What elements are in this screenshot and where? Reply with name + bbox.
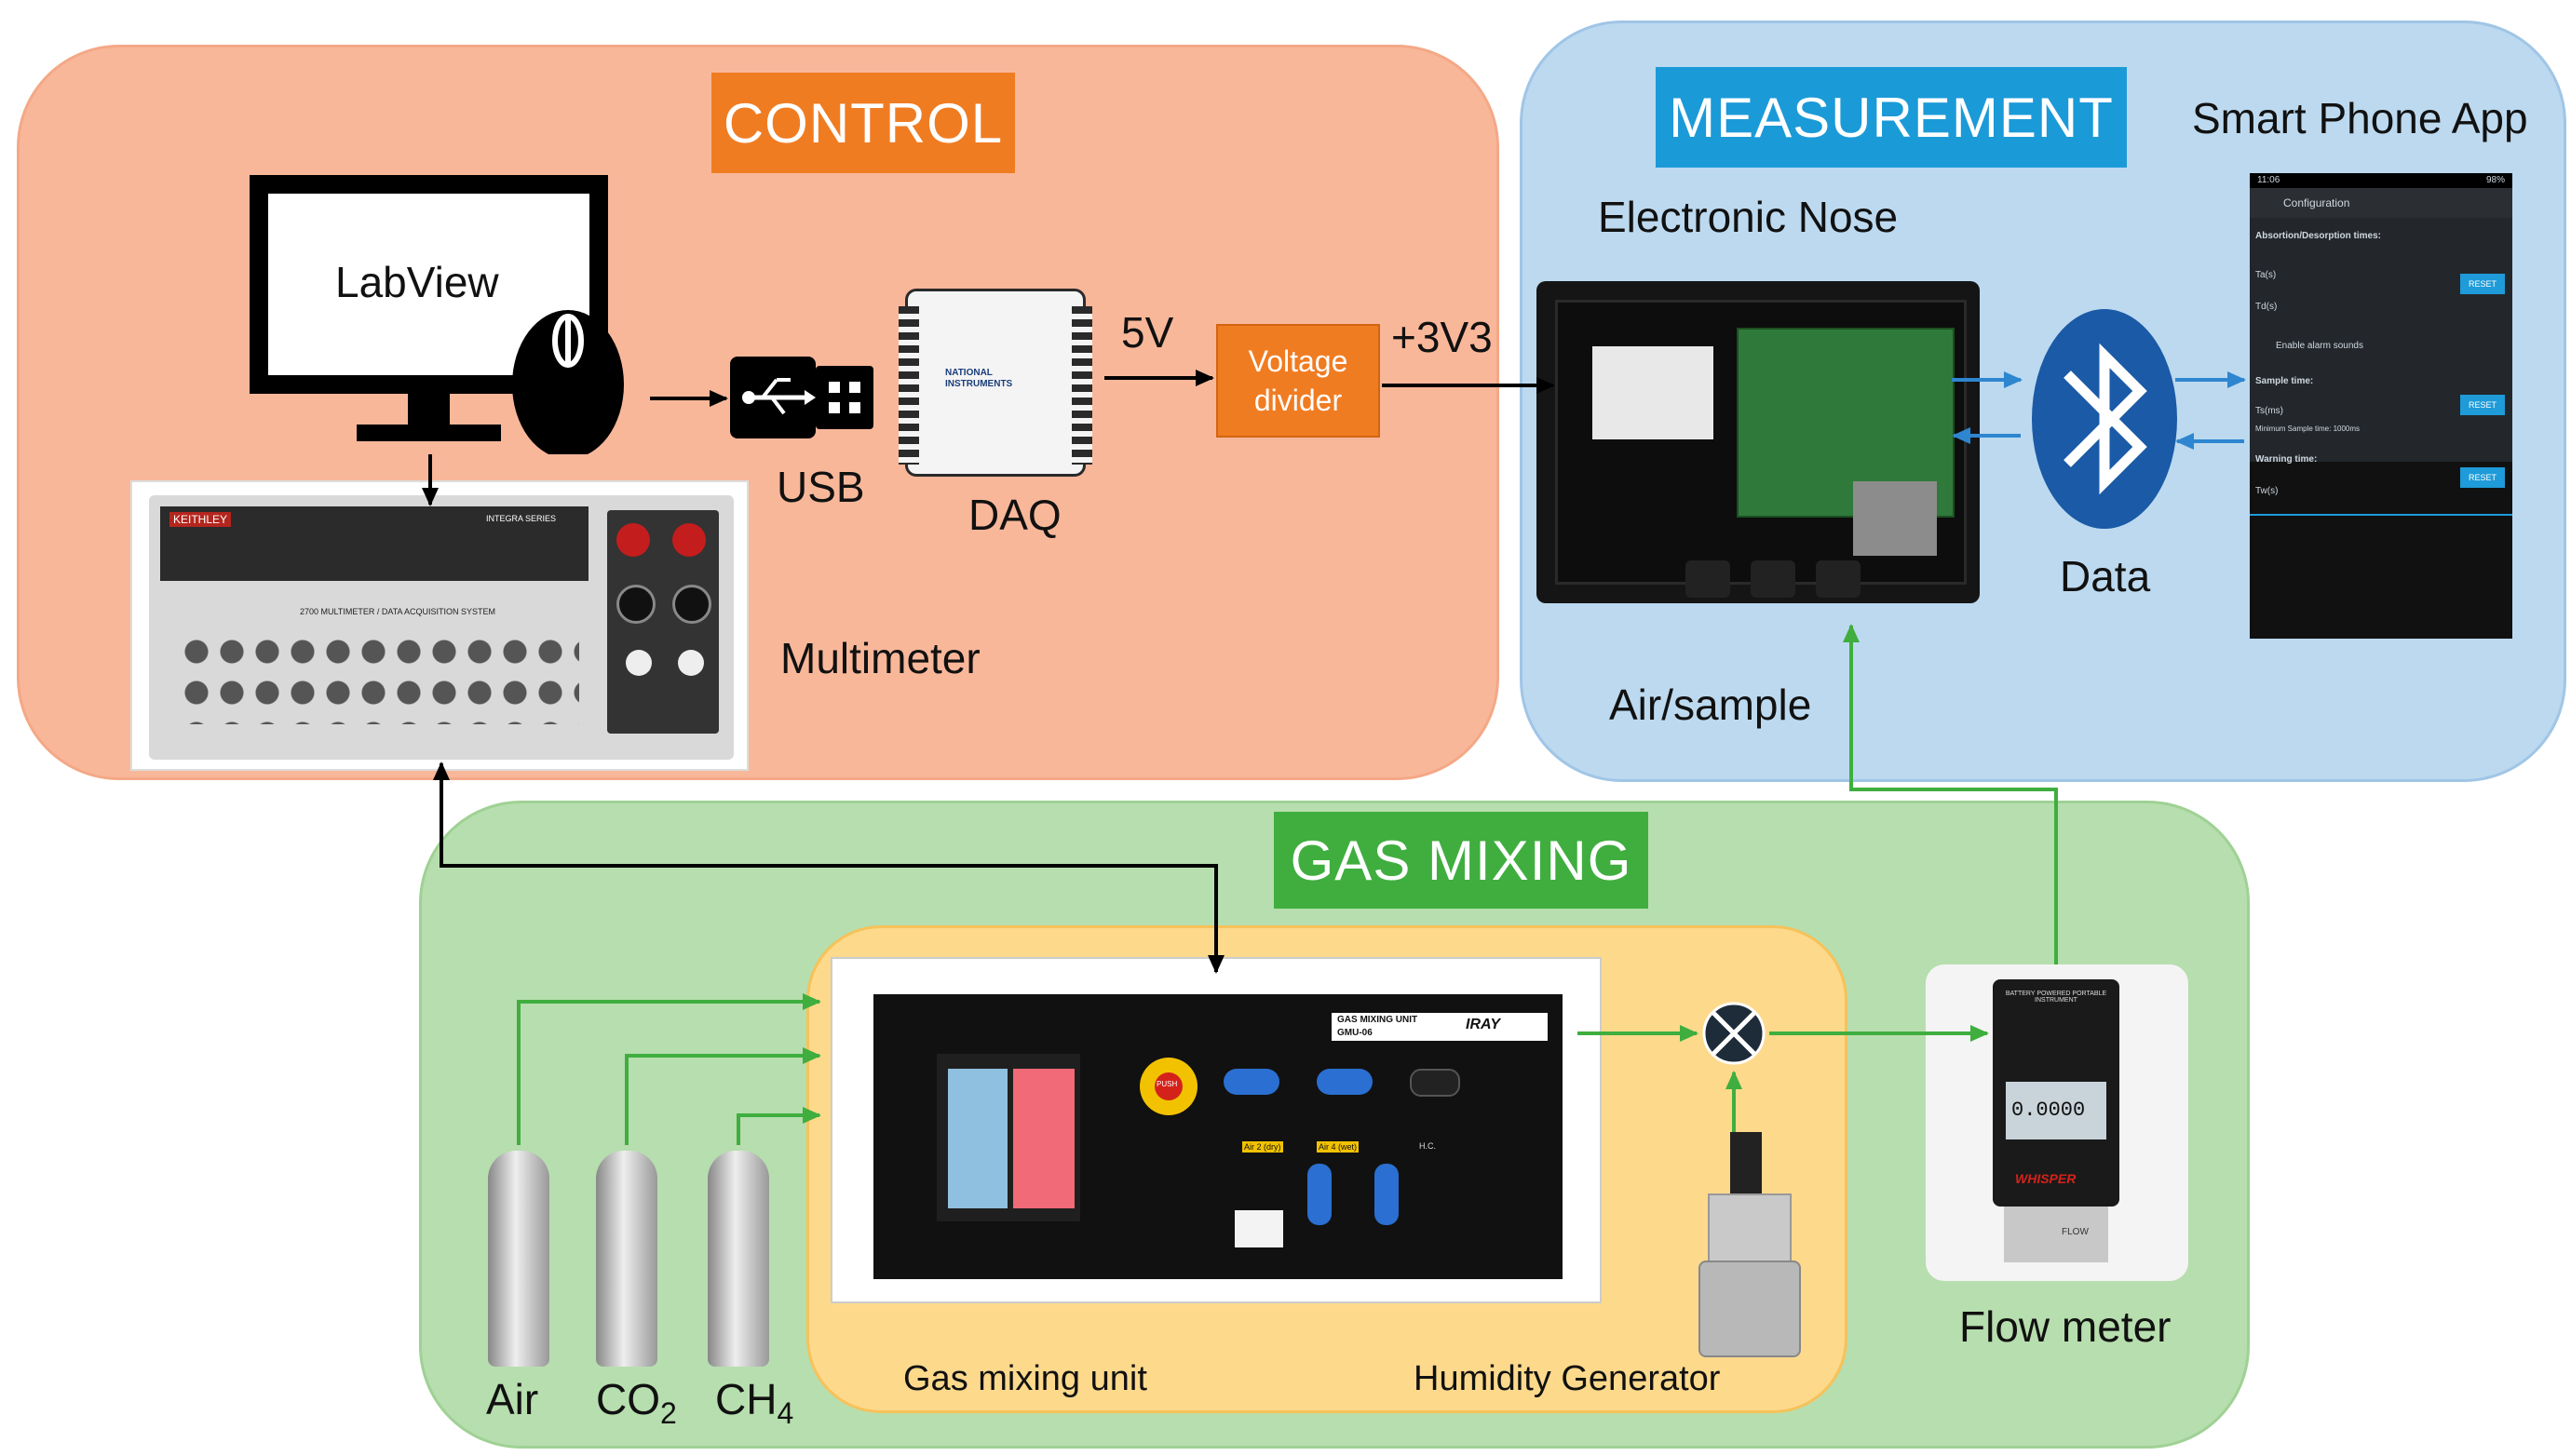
cylinder-ch4-text: CH [715, 1375, 778, 1423]
daq-brand-line2: INSTRUMENTS [945, 379, 1013, 389]
daq-device: NATIONAL INSTRUMENTS [899, 289, 1092, 477]
gas-cylinder-air [488, 1151, 549, 1367]
usb-icon [730, 357, 873, 438]
cylinder-air-text: Air [486, 1375, 539, 1423]
cylinder-ch4-sub: 4 [777, 1396, 794, 1431]
cylinder-co2-sub: 2 [660, 1396, 677, 1431]
humidity-generator-label: Humidity Generator [1414, 1359, 1721, 1398]
flow-meter-brand: WHISPER [2015, 1171, 2077, 1186]
labview-label: LabView [335, 258, 499, 306]
phone-time: 11:06 [2257, 175, 2280, 185]
flow-meter-device: BATTERY POWERED PORTABLE INSTRUMENT 0.00… [1926, 964, 2188, 1281]
multimeter-series: INTEGRA SERIES [486, 514, 557, 523]
gas-mixing-unit-label: Gas mixing unit [903, 1359, 1147, 1398]
phone-reset-button-2[interactable]: RESET [2460, 395, 2505, 415]
voltage-divider-line2: divider [1253, 384, 1343, 417]
phone-hint2: Minimum Sample time: 1000ms [2255, 425, 2361, 433]
flow-meter-reading: 0.0000 [2011, 1099, 2086, 1122]
arrow-co2-to-unit [625, 1047, 821, 1145]
phone-reset-button-1[interactable]: RESET [2460, 274, 2505, 294]
data-label: Data [2060, 552, 2151, 600]
multimeter-model: 2700 MULTIMETER / DATA ACQUISITION SYSTE… [300, 607, 496, 616]
measurement-title: MEASUREMENT [1656, 67, 2127, 168]
cylinder-label-air: Air [486, 1374, 538, 1424]
gas-mixing-unit-device: PUSH GAS MIXING UNIT GMU-06 IRAY Air 2 (… [831, 957, 1602, 1303]
voltage-divider-box: Voltage divider [1216, 324, 1380, 438]
phone-field2: Ts(ms) [2255, 406, 2283, 416]
voltage-out-label: +3V3 [1391, 313, 1493, 361]
electronic-nose-device [1536, 281, 1980, 603]
cylinder-label-co2: CO2 [596, 1374, 677, 1431]
mixer-junction-icon [1702, 1002, 1766, 1065]
arrow-air-to-unit [517, 993, 821, 1145]
phone-reset-label-2: RESET [2468, 400, 2497, 410]
smartphone-screen: 11:06 98% Configuration Absortion/Desorp… [2250, 173, 2512, 639]
control-title: CONTROL [711, 73, 1015, 173]
air-sample-label: Air/sample [1609, 681, 1812, 729]
gas-mixing-title: GAS MIXING [1274, 812, 1648, 909]
gas-cylinder-ch4 [708, 1151, 769, 1367]
gas-unit-valve-1: Air 2 (dry) [1242, 1141, 1283, 1153]
phone-section1: Absortion/Desorption times: [2255, 231, 2382, 241]
voltage-in-label: 5V [1121, 308, 1174, 357]
cylinder-co2-text: CO [596, 1375, 660, 1423]
gas-unit-valve-2: Air 4 (wet) [1317, 1141, 1360, 1153]
gas-unit-brand: GAS MIXING UNIT [1337, 1015, 1418, 1025]
multimeter-label: Multimeter [780, 634, 981, 682]
gas-unit-valve-3: H.C. [1419, 1141, 1436, 1151]
computer-monitor-icon [250, 175, 624, 454]
phone-checkbox[interactable]: Enable alarm sounds [2276, 341, 2363, 351]
usb-label: USB [777, 463, 865, 511]
bluetooth-icon [2032, 309, 2177, 529]
phone-field1a: Ta(s) [2255, 270, 2277, 280]
gas-unit-logo: IRAY [1466, 1017, 1501, 1032]
phone-battery: 98% [2485, 175, 2505, 185]
voltage-divider-line1: Voltage [1248, 344, 1348, 378]
gas-cylinder-co2 [596, 1151, 657, 1367]
gas-unit-model: GMU-06 [1337, 1028, 1373, 1038]
phone-field1b: Td(s) [2255, 302, 2278, 312]
arrow-multimeter-to-gas-unit [440, 763, 1225, 974]
flow-meter-label: Flow meter [1959, 1302, 2172, 1351]
phone-section3: Warning time: [2255, 454, 2318, 465]
flow-meter-top: BATTERY POWERED PORTABLE INSTRUMENT [2005, 991, 2107, 1004]
phone-section2: Sample time: [2255, 376, 2314, 386]
humidity-generator-device [1698, 1132, 1801, 1357]
daq-label: DAQ [968, 491, 1062, 539]
phone-reset-label-1: RESET [2468, 279, 2497, 289]
electronic-nose-label: Electronic Nose [1598, 193, 1899, 241]
phone-reset-button-3[interactable]: RESET [2460, 467, 2505, 488]
multimeter-brand: KEITHLEY [169, 512, 232, 527]
multimeter-device: KEITHLEY INTEGRA SERIES 2700 MULTIMETER … [130, 480, 749, 771]
cylinder-label-ch4: CH4 [715, 1374, 793, 1431]
phone-field3: Tw(s) [2255, 486, 2279, 496]
flow-meter-flow: FLOW [2062, 1227, 2089, 1237]
arrow-ch4-to-unit [737, 1107, 821, 1145]
phone-header: Configuration [2283, 196, 2350, 209]
smartphone-app-label: Smart Phone App [2192, 94, 2528, 142]
arrow-flowmeter-to-enose [1843, 624, 2058, 964]
phone-reset-label-3: RESET [2468, 473, 2497, 482]
gas-unit-push: PUSH [1157, 1080, 1178, 1088]
daq-brand-line1: NATIONAL [945, 368, 993, 378]
